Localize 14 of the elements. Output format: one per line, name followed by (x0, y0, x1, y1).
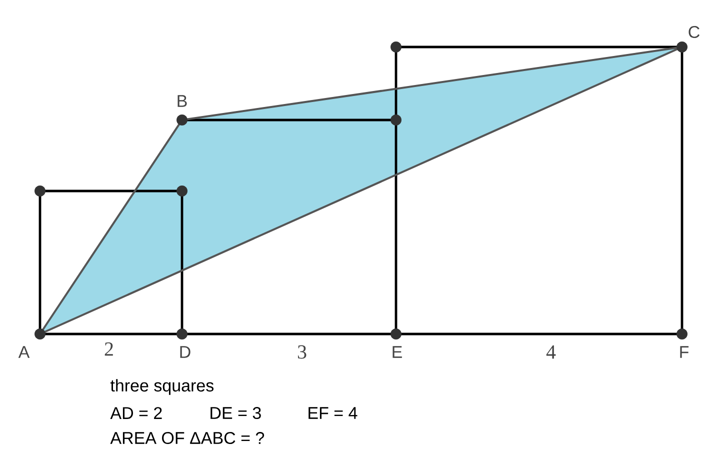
length-label: 3 (298, 345, 306, 359)
point-label: F (680, 346, 689, 358)
length-label: 2 (104, 342, 113, 356)
point-label: C (688, 26, 700, 38)
note-text: three squares (110, 379, 214, 395)
point-label: D (180, 346, 190, 358)
point-label: A (18, 346, 30, 358)
note-text: AREA OF ΔABC = ? (110, 432, 264, 444)
note-text: AD = 2 (110, 407, 162, 419)
point-label: E (392, 346, 402, 358)
length-label: 4 (546, 345, 556, 359)
note-text: DE = 3 (210, 406, 261, 420)
point-label: B (178, 95, 187, 107)
note-text: EF = 4 (308, 407, 358, 419)
